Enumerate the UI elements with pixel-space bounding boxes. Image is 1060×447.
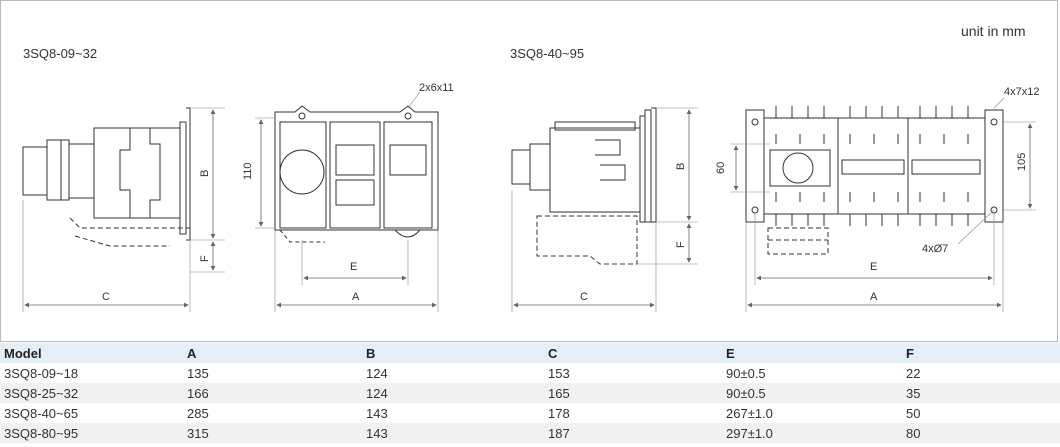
table-cell: 267±1.0 xyxy=(726,405,773,421)
dimension-table: Model A B C E F 3SQ8-09~18 135 124 153 9… xyxy=(0,343,1060,443)
col-header-a: A xyxy=(183,343,362,363)
table-cell: 22 xyxy=(906,365,921,381)
col-header-f: F xyxy=(902,343,1060,363)
right-front-dim-e: E xyxy=(870,261,877,273)
table-cell: 178 xyxy=(548,405,570,421)
table-cell: 315 xyxy=(183,423,362,443)
table-cell: 90±0.5 xyxy=(722,383,902,403)
left-front-dim-110: 110 xyxy=(242,162,254,180)
table-cell: 3SQ8-09~18 xyxy=(4,365,79,381)
left-side-view xyxy=(22,107,225,312)
left-front-view xyxy=(255,91,439,312)
technical-drawing: B F C 110 2x6x11 E A xyxy=(22,82,1039,312)
table-cell: 143 xyxy=(362,423,544,443)
table-cell: 166 xyxy=(183,383,362,403)
right-side-view xyxy=(511,107,698,312)
left-front-dim-e: E xyxy=(350,261,357,273)
table-cell: 153 xyxy=(548,365,570,381)
right-front-dim-105: 105 xyxy=(1016,153,1028,171)
table-cell: 124 xyxy=(366,365,388,381)
table-row: 3SQ8-09~18 135 124 153 90±0.5 22 xyxy=(0,363,1060,383)
table-cell: 124 xyxy=(362,383,544,403)
table-cell: 143 xyxy=(366,405,388,421)
right-front-dia-note: 4xØ7 xyxy=(922,243,948,255)
left-side-dim-f: F xyxy=(199,255,211,262)
right-front-dim-60: 60 xyxy=(715,162,727,174)
unit-note: unit in mm xyxy=(961,23,1026,39)
table-cell: 285 xyxy=(187,405,209,421)
left-front-hole-note: 2x6x11 xyxy=(419,82,454,94)
right-side-dim-c: C xyxy=(580,291,588,303)
col-header-c: C xyxy=(544,343,722,363)
right-front-hole-note: 4x7x12 xyxy=(1004,86,1039,98)
table-cell: 3SQ8-40~65 xyxy=(4,405,79,421)
table-cell: 80 xyxy=(902,423,1060,443)
right-front-view xyxy=(730,97,1036,312)
col-header-b: B xyxy=(362,343,544,363)
table-cell: 90±0.5 xyxy=(726,365,766,381)
left-drawing-title: 3SQ8-09~32 xyxy=(23,46,98,61)
right-drawing-title: 3SQ8-40~95 xyxy=(510,46,585,61)
left-front-dim-a: A xyxy=(352,291,360,303)
table-cell: 297±1.0 xyxy=(722,423,902,443)
table-cell: 135 xyxy=(187,365,209,381)
drawing-area xyxy=(0,0,1058,342)
table-header-row: Model A B C E F xyxy=(0,343,1060,363)
table-cell: 165 xyxy=(544,383,722,403)
table-cell: 3SQ8-80~95 xyxy=(0,423,183,443)
col-header-model: Model xyxy=(0,343,183,363)
right-side-dim-f: F xyxy=(675,241,687,248)
left-side-dim-b: B xyxy=(199,170,211,177)
table-cell: 187 xyxy=(544,423,722,443)
right-side-dim-b: B xyxy=(675,163,687,170)
table-cell: 35 xyxy=(902,383,1060,403)
table-cell: 3SQ8-25~32 xyxy=(0,383,183,403)
table-row: 3SQ8-25~32 166 124 165 90±0.5 35 xyxy=(0,383,1060,403)
left-side-dim-c: C xyxy=(102,291,110,303)
col-header-e: E xyxy=(722,343,902,363)
table-cell: 50 xyxy=(906,405,921,421)
right-front-dim-a: A xyxy=(870,291,878,303)
table-row: 3SQ8-80~95 315 143 187 297±1.0 80 xyxy=(0,423,1060,443)
table-row: 3SQ8-40~65 285 143 178 267±1.0 50 xyxy=(0,403,1060,423)
